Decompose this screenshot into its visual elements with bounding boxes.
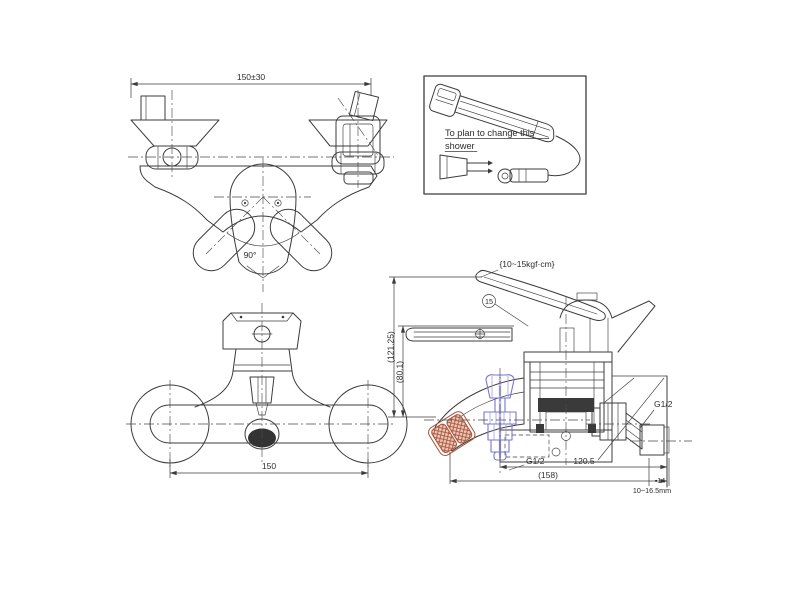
- top-body-plate: [139, 165, 378, 233]
- shower-note-box: To plan to change this shower: [423, 75, 587, 195]
- overall-depth-dimension: (158): [538, 470, 558, 480]
- balloon-label: 15: [485, 297, 493, 306]
- diverter-blue: [483, 368, 517, 473]
- front-width-dimension: 150: [262, 461, 276, 471]
- left-inlet-leg: [130, 90, 220, 178]
- right-inlet-leg: [308, 90, 388, 188]
- aerator-red: [428, 411, 476, 456]
- wall-pipe-size-label: ▪14: [655, 476, 666, 485]
- top-handle: [229, 163, 297, 279]
- torque-note: {10~15kgf·cm}: [499, 259, 554, 269]
- note-line-1: To plan to change this: [445, 128, 535, 138]
- front-view: 150: [126, 303, 408, 478]
- handle-hub: [559, 292, 656, 353]
- balloon-circle: [482, 294, 496, 308]
- wall-flange: [639, 424, 665, 456]
- spout-arm-left: [192, 208, 256, 272]
- spout-thread-label: G1/2: [526, 456, 545, 466]
- depth-dimension: 120.5: [573, 456, 595, 466]
- overall-height-dimension: (121.25): [386, 331, 396, 363]
- top-span-dimension: 150±30: [237, 72, 266, 82]
- shower-thread-label: G1/2: [654, 399, 673, 409]
- wall-bracket-icon: [439, 154, 493, 180]
- top-view: 150±30: [128, 72, 394, 292]
- hand-shower-head: [429, 83, 555, 143]
- front-diverter-knob: [249, 376, 275, 416]
- body-section: [499, 296, 613, 465]
- spout-arm-right: [269, 208, 333, 272]
- wall-pipe-range-label: 10~16.5mm: [633, 486, 671, 495]
- handle-lever-raised: [475, 269, 606, 321]
- handle-lever: [405, 327, 513, 342]
- section-view: (121.25) (80.1) {10~15kgf·cm} 15: [386, 259, 692, 495]
- wall-union-leg: [586, 375, 692, 488]
- hose-connector: [497, 168, 549, 184]
- spout-height-dimension: (80.1): [395, 361, 405, 383]
- swivel-angle-label: 90°: [244, 250, 257, 260]
- shower-hose: [547, 135, 581, 177]
- note-line-2: shower: [445, 141, 475, 151]
